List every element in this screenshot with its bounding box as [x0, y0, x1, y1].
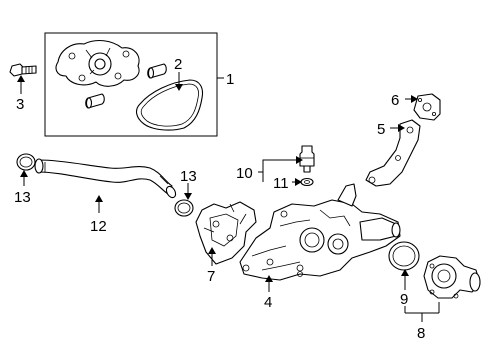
- water-pipe: [34, 158, 177, 199]
- callout-4: 4: [264, 294, 272, 311]
- o-ring-right: [174, 199, 194, 217]
- dowel-pin-upper: [147, 63, 167, 79]
- o-ring-left: [16, 153, 36, 171]
- callout-7: 7: [207, 268, 215, 285]
- mounting-bracket: [365, 119, 421, 187]
- thermostat-housing: [423, 255, 481, 299]
- pump-gasket: [135, 79, 204, 131]
- callout-1: 1: [226, 71, 234, 88]
- callout-10: 10: [236, 165, 253, 182]
- callout-6: 6: [391, 92, 399, 109]
- callout-8: 8: [417, 325, 425, 342]
- callout-3: 3: [16, 96, 24, 113]
- water-pump-kit-box: [44, 32, 218, 137]
- leader-lines: [17, 72, 440, 322]
- sealing-washer: [300, 177, 314, 187]
- callout-12: 12: [90, 218, 107, 235]
- callout-13-left: 13: [14, 189, 31, 206]
- water-outlet-housing: [239, 183, 401, 281]
- dowel-pin-lower: [85, 93, 105, 109]
- callout-11: 11: [273, 175, 289, 192]
- callout-13-right: 13: [180, 168, 197, 185]
- callout-9: 9: [400, 291, 408, 308]
- callout-2: 2: [174, 56, 182, 73]
- thermostat-gasket: [388, 241, 420, 271]
- water-pump: [55, 39, 140, 87]
- outlet-gasket: [413, 93, 441, 121]
- callout-5: 5: [377, 121, 385, 138]
- bolt: [9, 63, 37, 77]
- bracket-housing: [195, 201, 257, 265]
- temperature-sensor: [299, 145, 315, 173]
